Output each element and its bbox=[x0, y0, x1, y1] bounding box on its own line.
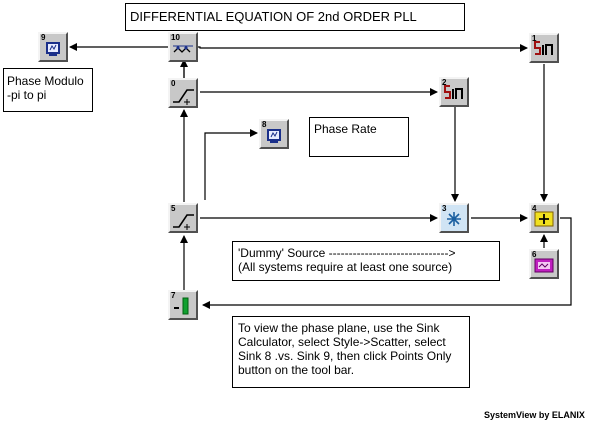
sine-function-icon bbox=[444, 85, 463, 99]
wire-4-to-7 bbox=[202, 217, 572, 309]
token-9-sink[interactable]: 9 bbox=[38, 32, 68, 62]
token-10-modulo[interactable]: 10 bbox=[168, 32, 198, 62]
modulo-function-icon bbox=[173, 45, 193, 53]
token-number: 9 bbox=[41, 33, 46, 42]
token-1-sine[interactable]: 1 bbox=[529, 33, 559, 63]
integrator-icon bbox=[173, 89, 194, 105]
token-number: 10 bbox=[171, 33, 180, 42]
token-2-sine[interactable]: 2 bbox=[439, 77, 469, 107]
token-8-sink[interactable]: 8 bbox=[259, 119, 289, 149]
wire-5-to-8 bbox=[204, 129, 258, 200]
token-number: 1 bbox=[532, 34, 537, 43]
source-icon bbox=[534, 258, 554, 273]
token-7-gain[interactable]: 7 bbox=[168, 290, 198, 320]
token-4-adder[interactable]: 4 bbox=[529, 203, 559, 233]
token-6-source[interactable]: 6 bbox=[529, 249, 559, 279]
token-number: 0 bbox=[171, 79, 176, 88]
token-0-integrator[interactable]: 0 bbox=[168, 78, 198, 108]
token-number: 7 bbox=[171, 291, 176, 300]
diagram-title: DIFFERENTIAL EQUATION OF 2nd ORDER PLL bbox=[125, 3, 465, 31]
token-number: 3 bbox=[442, 204, 447, 213]
token-number: 5 bbox=[171, 204, 176, 213]
wire-0-to-1 bbox=[183, 44, 528, 78]
token-5-integrator[interactable]: 5 bbox=[168, 203, 198, 233]
credit-text: SystemView by ELANIX bbox=[484, 410, 585, 420]
sink-display-icon bbox=[267, 129, 281, 143]
multiplier-icon bbox=[447, 212, 461, 226]
gain-icon bbox=[174, 297, 189, 315]
phase-modulo-label: Phase Modulo -pi to pi bbox=[3, 68, 93, 112]
sink-display-icon bbox=[46, 42, 60, 56]
token-number: 6 bbox=[532, 250, 537, 259]
token-number: 4 bbox=[532, 204, 537, 213]
phase-plane-instructions: To view the phase plane, use the Sink Ca… bbox=[232, 316, 470, 388]
token-number: 8 bbox=[262, 120, 267, 129]
token-number: 2 bbox=[442, 78, 447, 87]
adder-icon bbox=[534, 211, 554, 227]
sine-function-icon bbox=[534, 41, 553, 55]
token-3-multiplier[interactable]: 3 bbox=[439, 203, 469, 233]
dummy-source-note: 'Dummy' Source -------------------------… bbox=[232, 241, 500, 281]
integrator-icon bbox=[173, 214, 194, 230]
phase-rate-label: Phase Rate bbox=[309, 117, 409, 157]
